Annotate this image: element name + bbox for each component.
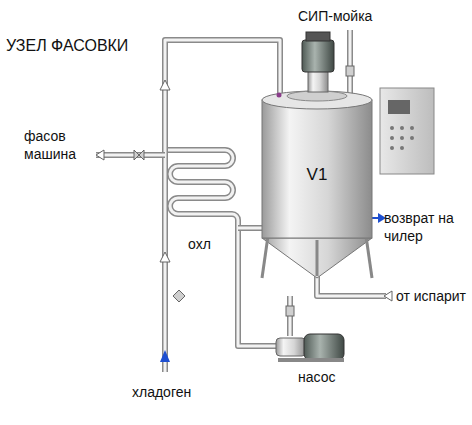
- part-label: насос: [298, 369, 358, 387]
- part-label: от испарит: [396, 288, 468, 306]
- tank-vessel: V1: [262, 112, 372, 238]
- part-label: хладоген: [132, 384, 222, 402]
- part-label: фасов машина: [24, 128, 84, 163]
- diagram-title: УЗЕЛ ФАСОВКИ: [6, 36, 128, 56]
- part-label: охл: [188, 236, 228, 254]
- vessel-label: V1: [307, 164, 328, 185]
- part-label: СИП-мойка: [298, 8, 398, 26]
- part-label: возврат на чилер: [384, 210, 464, 245]
